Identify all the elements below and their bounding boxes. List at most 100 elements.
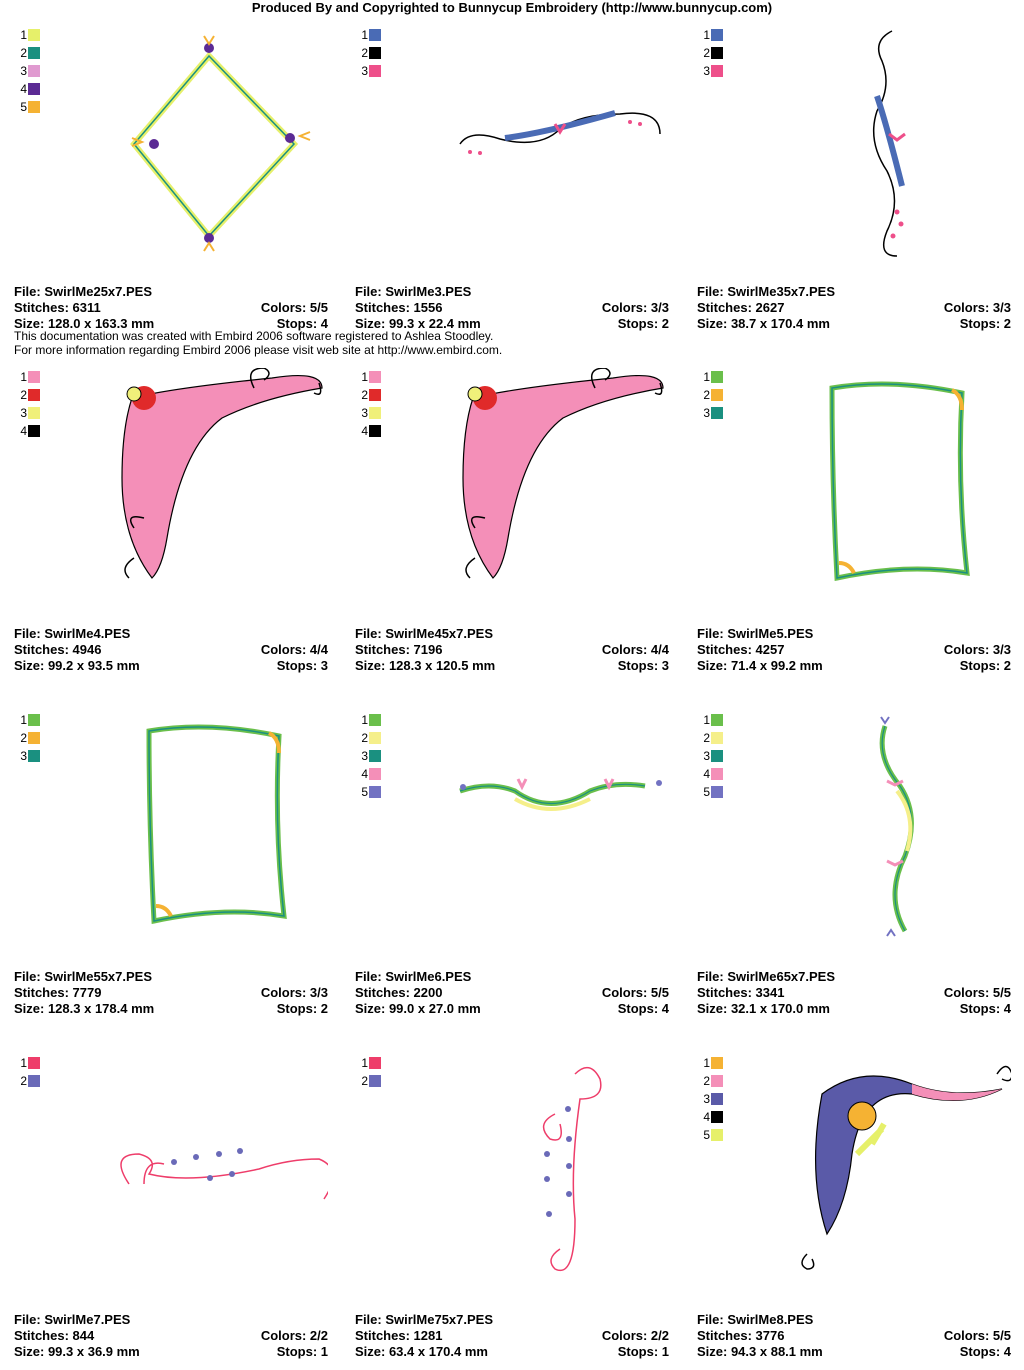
design-size: Size: 32.1 x 170.0 mm <box>697 1001 830 1016</box>
swatch-color <box>28 101 40 113</box>
color-swatch: 4 <box>359 765 381 783</box>
swatch-number: 3 <box>361 406 368 420</box>
swatch-color <box>369 371 381 383</box>
color-count: Colors: 3/3 <box>260 985 328 1000</box>
color-swatch: 3 <box>359 404 381 422</box>
color-swatch: 2 <box>359 729 381 747</box>
swatch-color <box>369 425 381 437</box>
color-swatch: 5 <box>701 783 723 801</box>
swatch-number: 4 <box>20 82 27 96</box>
swatch-color <box>28 425 40 437</box>
color-swatch: 5 <box>701 1126 723 1144</box>
stitch-count: Stitches: 7196 <box>355 642 443 657</box>
swatch-color <box>711 371 723 383</box>
swatch-number: 2 <box>703 1074 710 1088</box>
file-name: File: SwirlMe35x7.PES <box>697 284 836 299</box>
swatch-number: 5 <box>20 100 27 114</box>
color-swatch: 2 <box>359 386 381 404</box>
stop-count: Stops: 1 <box>617 1344 669 1359</box>
swatch-number: 1 <box>703 713 710 727</box>
design-size: Size: 99.3 x 36.9 mm <box>14 1344 140 1359</box>
color-swatch: 5 <box>18 98 40 116</box>
file-name: File: SwirlMe25x7.PES <box>14 284 153 299</box>
swatch-number: 2 <box>20 731 27 745</box>
file-name: File: SwirlMe75x7.PES <box>355 1312 494 1327</box>
swatch-color <box>369 1075 381 1087</box>
swatch-color <box>711 1129 723 1141</box>
color-swatch: 1 <box>359 711 381 729</box>
swatch-color <box>711 29 723 41</box>
color-count: Colors: 5/5 <box>601 985 669 1000</box>
swatch-number: 3 <box>20 406 27 420</box>
file-name: File: SwirlMe8.PES <box>697 1312 814 1327</box>
design-size: Size: 99.0 x 27.0 mm <box>355 1001 481 1016</box>
swatch-color <box>711 389 723 401</box>
color-swatch: 3 <box>701 404 723 422</box>
color-swatch: 3 <box>18 404 40 422</box>
stop-count: Stops: 1 <box>276 1344 328 1359</box>
color-swatch: 2 <box>18 44 40 62</box>
stop-count: Stops: 4 <box>959 1001 1011 1016</box>
color-swatch: 4 <box>701 1108 723 1126</box>
swatch-number: 3 <box>361 64 368 78</box>
design-size: Size: 71.4 x 99.2 mm <box>697 658 823 673</box>
stitch-count: Stitches: 3776 <box>697 1328 785 1343</box>
swatch-color <box>711 750 723 762</box>
color-count: Colors: 4/4 <box>260 642 328 657</box>
color-swatch: 1 <box>18 711 40 729</box>
design-size: Size: 94.3 x 88.1 mm <box>697 1344 823 1359</box>
stop-count: Stops: 2 <box>617 316 669 331</box>
color-count: Colors: 5/5 <box>943 985 1011 1000</box>
color-swatch: 4 <box>18 80 40 98</box>
stop-count: Stops: 2 <box>959 316 1011 331</box>
swatch-number: 3 <box>20 64 27 78</box>
file-name: File: SwirlMe4.PES <box>14 626 131 641</box>
design-size: Size: 38.7 x 170.4 mm <box>697 316 830 331</box>
embird-note: This documentation was created with Embi… <box>14 329 502 357</box>
color-swatch: 1 <box>18 1054 40 1072</box>
color-swatch: 1 <box>359 26 381 44</box>
file-name: File: SwirlMe3.PES <box>355 284 472 299</box>
swatch-number: 3 <box>20 749 27 763</box>
swatch-number: 2 <box>361 731 368 745</box>
swatch-color <box>28 732 40 744</box>
stitch-count: Stitches: 4257 <box>697 642 785 657</box>
design-preview <box>130 35 311 252</box>
stitch-count: Stitches: 4946 <box>14 642 102 657</box>
swatch-color <box>711 1075 723 1087</box>
color-swatch-list: 1 2 3 <box>18 711 40 765</box>
design-size: Size: 128.3 x 178.4 mm <box>14 1001 155 1016</box>
design-preview <box>459 110 661 155</box>
swatch-number: 1 <box>703 1056 710 1070</box>
color-swatch: 2 <box>701 386 723 404</box>
swatch-color <box>711 732 723 744</box>
color-swatch: 2 <box>18 729 40 747</box>
swatch-number: 1 <box>703 28 710 42</box>
swatch-number: 5 <box>361 785 368 799</box>
color-swatch: 2 <box>359 1072 381 1090</box>
swatch-color <box>369 732 381 744</box>
color-swatch: 2 <box>18 386 40 404</box>
design-preview <box>120 1148 328 1200</box>
swatch-color <box>28 1075 40 1087</box>
swatch-number: 1 <box>20 713 27 727</box>
color-count: Colors: 3/3 <box>601 300 669 315</box>
